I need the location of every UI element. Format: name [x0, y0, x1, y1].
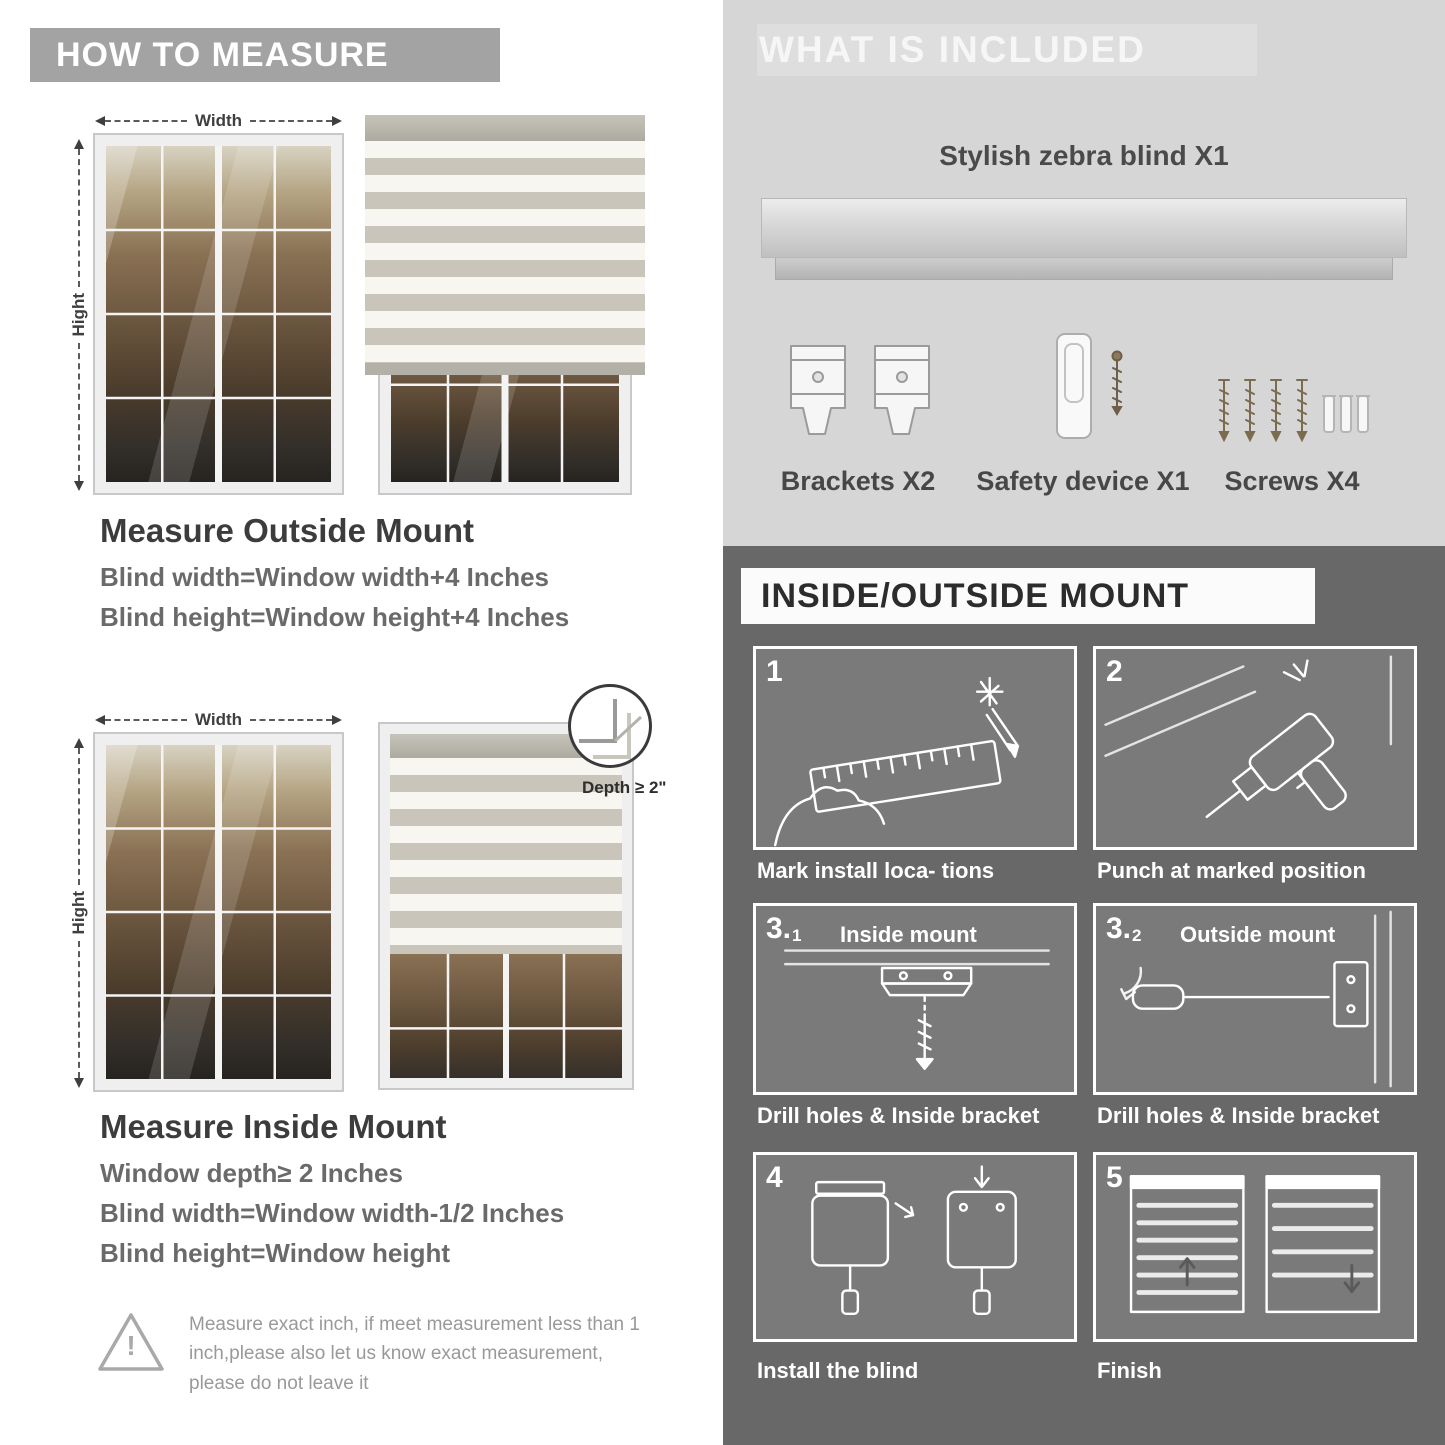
- drill-illustration: [1104, 655, 1393, 819]
- step-number: 1: [766, 655, 783, 688]
- arrowhead-right-icon: [332, 715, 342, 725]
- step-caption-4: Install the blind: [757, 1358, 919, 1383]
- outside-width-formula: Blind width=Window width+4 Inches: [100, 562, 549, 592]
- step-caption-3-1: Drill holes & Inside bracket: [757, 1103, 1040, 1128]
- finished-blinds-illustration: [1129, 1175, 1381, 1314]
- step-caption-1: Mark install loca- tions: [757, 858, 995, 883]
- mount-section-banner: INSIDE/OUTSIDE MOUNT: [741, 568, 1315, 624]
- blind-stripes: [390, 758, 622, 954]
- height-label: Hight: [69, 293, 88, 337]
- arrowhead-down-icon: [74, 481, 84, 491]
- safety-device-icon: [1056, 333, 1123, 439]
- window-muntins: [390, 954, 622, 1078]
- step-title: Inside mount: [840, 922, 977, 947]
- exclamation-mark: !: [126, 1330, 136, 1361]
- measure-note-text: Measure exact inch, if meet measurement …: [189, 1314, 640, 1394]
- screws-label: Screws X4: [1224, 466, 1360, 496]
- step-number: 2: [1106, 655, 1123, 688]
- blind-cassette-image: [761, 198, 1407, 258]
- step-panel-4: 4: [753, 1152, 1077, 1342]
- what-is-included-section: WHAT IS INCLUDED Stylish zebra blind X1: [723, 0, 1445, 546]
- step-caption-3-2: Drill holes & Inside bracket: [1097, 1103, 1380, 1128]
- step-panel-3-2: 3.2 Outside mount: [1093, 903, 1417, 1095]
- arrowhead-left-icon: [95, 116, 105, 126]
- measure-note: ! Measure exact inch, if meet measuremen…: [95, 1310, 641, 1398]
- arrowhead-up-icon: [74, 738, 84, 748]
- arrowhead-left-icon: [95, 715, 105, 725]
- safety-device-label: Safety device X1: [976, 466, 1190, 496]
- inside-bracket-illustration: [783, 949, 1050, 1070]
- width-label: Width: [194, 111, 243, 130]
- outside-mount-title: Measure Outside Mount: [100, 512, 475, 549]
- warning-triangle-icon: !: [95, 1310, 167, 1376]
- blind-cassette-lip: [775, 258, 1393, 280]
- inside-mount-diagram: Width Hight: [69, 684, 690, 1094]
- width-label: Width: [194, 710, 243, 729]
- height-label: Hight: [69, 891, 88, 935]
- depth-detail-circle: [568, 684, 652, 768]
- inside-blind-illustration: [378, 722, 634, 1090]
- step-number: 3.2: [1106, 912, 1142, 945]
- window-muntins: [106, 745, 331, 1079]
- zebra-blind-label: Stylish zebra blind X1: [939, 140, 1229, 171]
- blind-bottom-rail: [365, 363, 645, 375]
- blind-stripes: [365, 141, 645, 363]
- height-arrow: Hight: [69, 738, 88, 1088]
- outside-mount-diagram: Width Hight: [69, 103, 670, 495]
- blind-cassette: [365, 115, 645, 141]
- step-caption-2: Punch at marked position: [1097, 858, 1366, 883]
- outside-blind-illustration: [365, 115, 645, 495]
- depth-label: Depth ≥ 2": [582, 778, 667, 797]
- step-title: Outside mount: [1180, 922, 1336, 947]
- how-to-measure-banner: HOW TO MEASURE: [30, 28, 500, 82]
- step-number: 4: [766, 1161, 783, 1194]
- step-panel-1: 1: [753, 646, 1077, 850]
- step-panel-3-1: 3.1 Inside mount: [753, 903, 1077, 1095]
- window-glass: [106, 146, 331, 482]
- window-illustration: [93, 133, 344, 495]
- arrowhead-up-icon: [74, 139, 84, 149]
- mark-location-illustration: [774, 676, 1020, 847]
- frame-corner-icon: [579, 699, 643, 759]
- inside-depth-rule: Window depth≥ 2 Inches: [100, 1158, 403, 1188]
- brackets-label: Brackets X2: [780, 466, 936, 496]
- step-caption-5: Finish: [1097, 1358, 1162, 1383]
- window-illustration: [93, 732, 344, 1092]
- step-panel-2: 2: [1093, 646, 1417, 850]
- height-arrow: Hight: [69, 139, 88, 491]
- width-arrow: Width: [95, 710, 342, 729]
- arrowhead-down-icon: [74, 1078, 84, 1088]
- outside-bracket-illustration: [1120, 910, 1392, 1088]
- window-glass: [390, 954, 622, 1078]
- outside-height-formula: Blind height=Window height+4 Inches: [100, 602, 570, 632]
- mount-steps-section: INSIDE/OUTSIDE MOUNT 1 Mark install loca…: [723, 546, 1445, 1445]
- inside-mount-title: Measure Inside Mount: [100, 1108, 447, 1145]
- zebra-blind: [365, 115, 645, 375]
- inside-height-formula: Blind height=Window height: [100, 1238, 450, 1268]
- what-is-included-banner: WHAT IS INCLUDED: [757, 24, 1257, 76]
- step-number: 3.1: [766, 912, 802, 945]
- window-muntins: [106, 146, 331, 482]
- step-panel-5: 5: [1093, 1152, 1417, 1342]
- screws-icon: [1218, 379, 1370, 443]
- brackets-icon: [790, 345, 930, 435]
- install-blind-illustration: [811, 1165, 1017, 1316]
- inside-width-formula: Blind width=Window width-1/2 Inches: [100, 1198, 565, 1228]
- step-number: 5: [1106, 1161, 1123, 1194]
- arrowhead-right-icon: [332, 116, 342, 126]
- width-arrow: Width: [95, 111, 342, 130]
